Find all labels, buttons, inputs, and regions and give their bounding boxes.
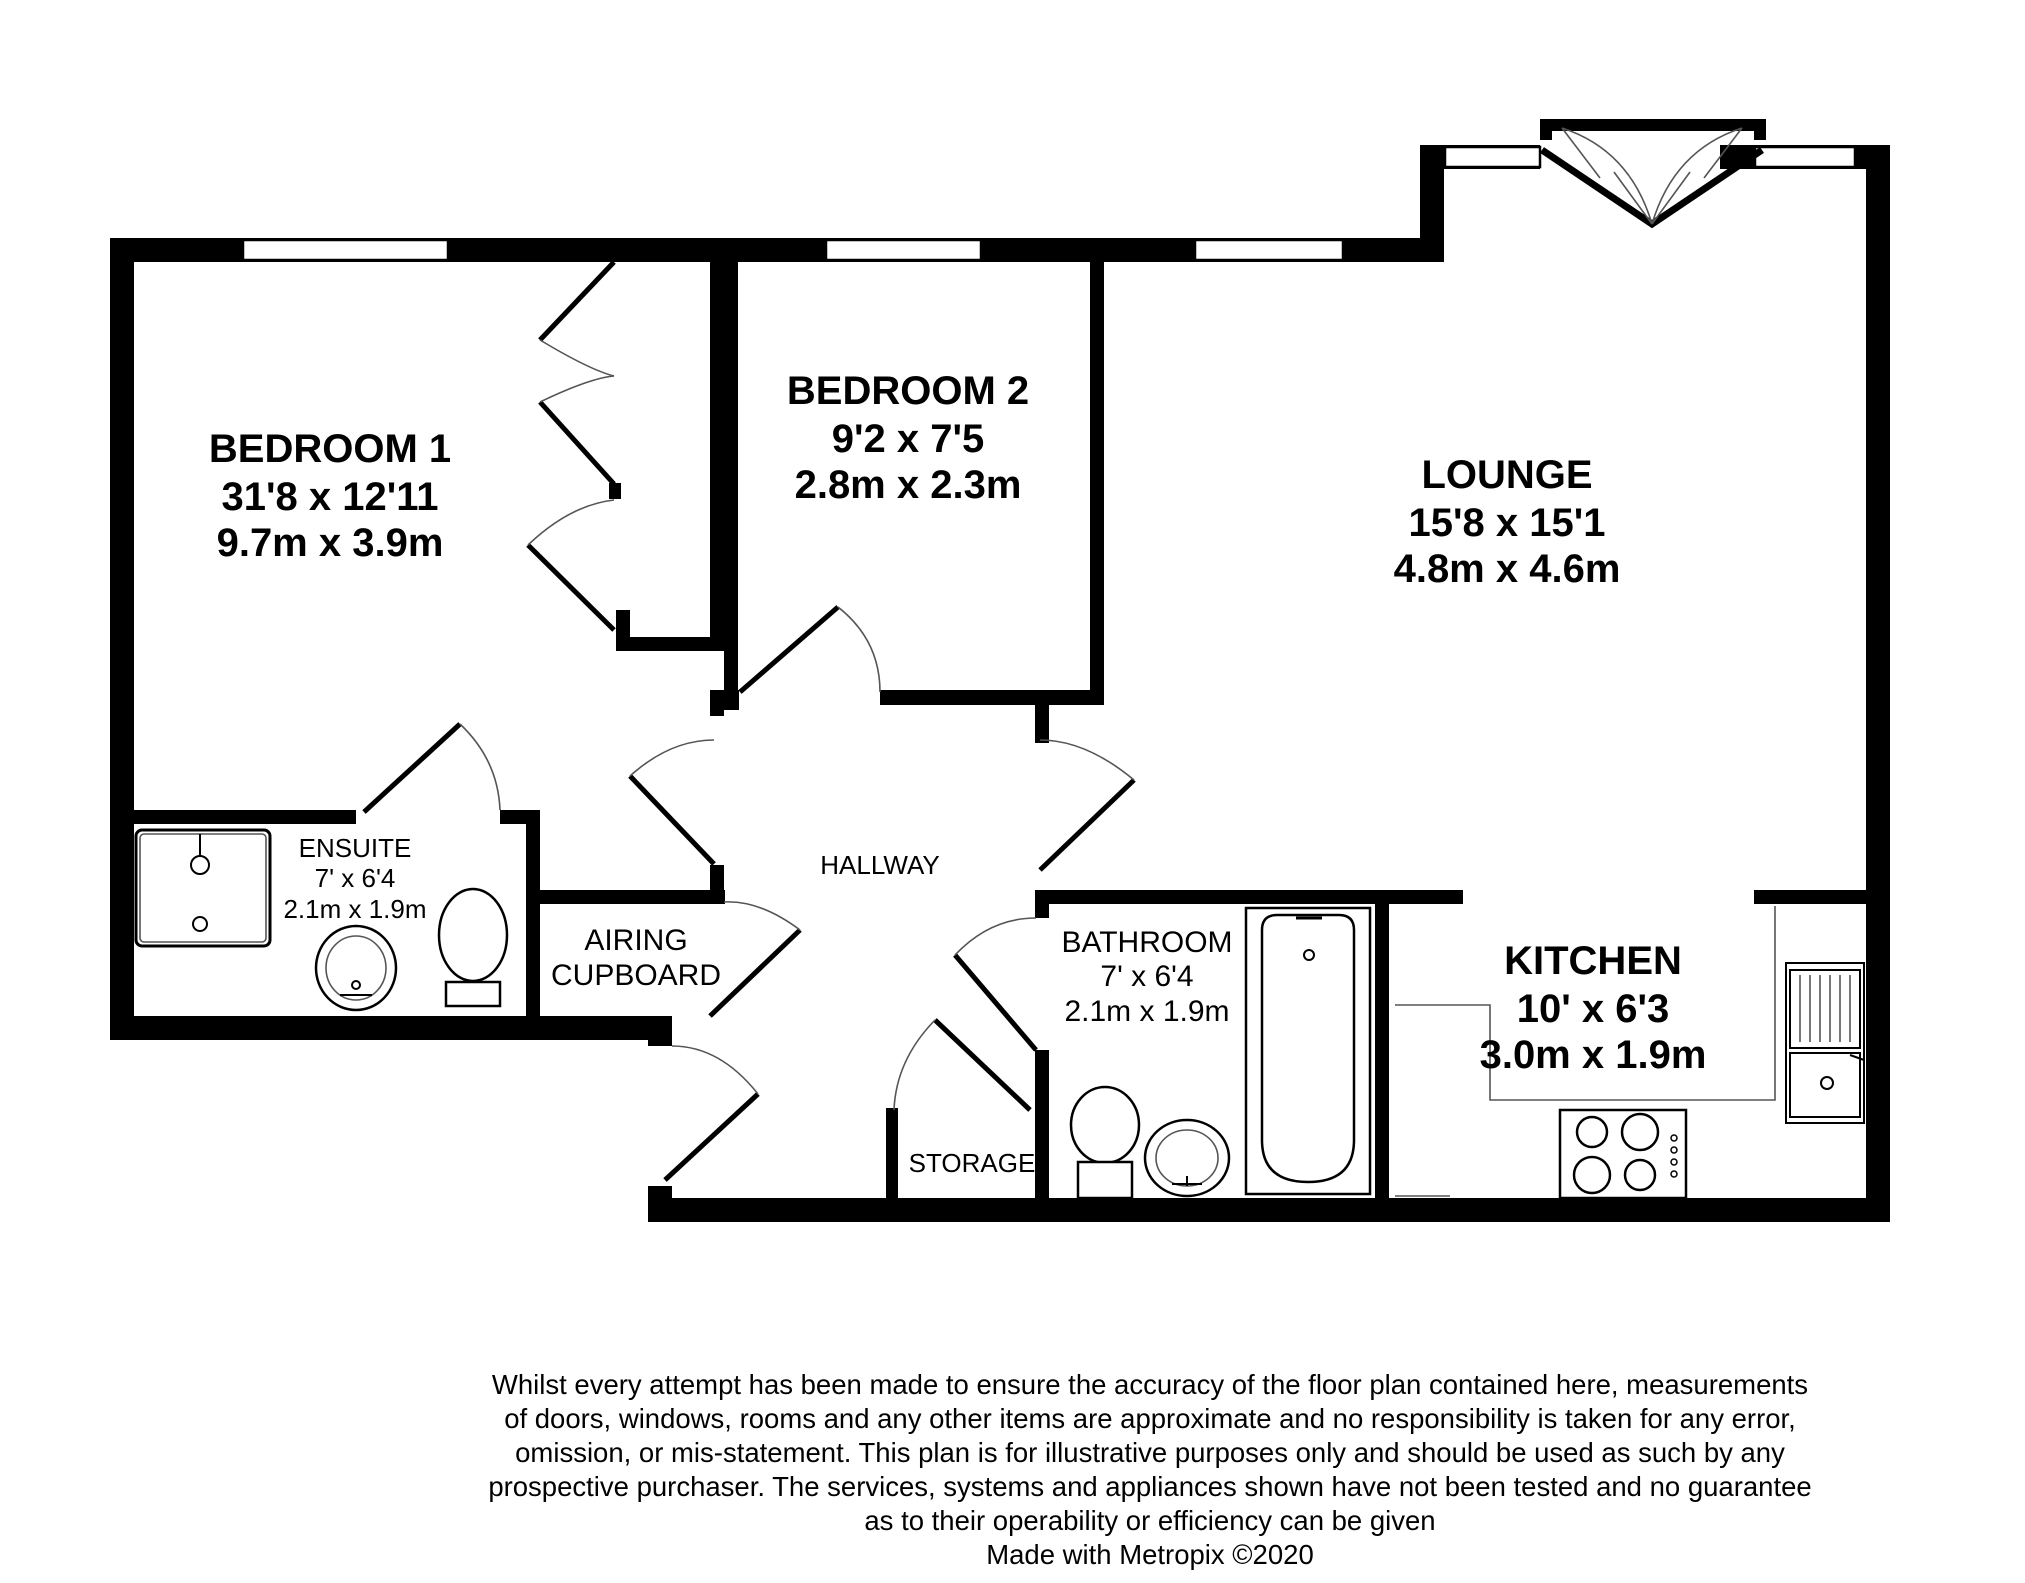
room-lounge: LOUNGE 15'8 x 15'1 4.8m x 4.6m bbox=[1394, 453, 1621, 591]
disclaimer-line: of doors, windows, rooms and any other i… bbox=[504, 1403, 1796, 1434]
room-size-metric: 9.7m x 3.9m bbox=[217, 521, 444, 565]
room-name: HALLWAY bbox=[820, 850, 939, 880]
bay-french-doors bbox=[1540, 119, 1766, 229]
entrance-door bbox=[663, 1045, 760, 1182]
room-size-metric: 4.8m x 4.6m bbox=[1394, 547, 1621, 591]
room-airing-cupboard: AIRING CUPBOARD bbox=[551, 924, 721, 992]
room-name: STORAGE bbox=[909, 1148, 1036, 1178]
toilet-icon bbox=[437, 887, 509, 1008]
door bbox=[893, 1018, 1032, 1112]
room-storage: STORAGE bbox=[909, 1148, 1036, 1178]
disclaimer-line: as to their operability or efficiency ca… bbox=[864, 1505, 1436, 1536]
hob-icon bbox=[1558, 1108, 1688, 1200]
room-kitchen: KITCHEN 10' x 6'3 3.0m x 1.9m bbox=[1480, 939, 1707, 1077]
door bbox=[953, 917, 1038, 1052]
kitchen-fixtures bbox=[1395, 906, 1865, 1200]
credit: Made with Metropix ©2020 bbox=[986, 1539, 1314, 1570]
room-bedroom-1: BEDROOM 1 31'8 x 12'11 9.7m x 3.9m bbox=[209, 427, 451, 565]
window bbox=[241, 238, 450, 262]
doors bbox=[362, 260, 1136, 1182]
ensuite-fixtures bbox=[134, 828, 509, 1012]
door bbox=[628, 739, 716, 866]
disclaimer-line: omission, or mis-statement. This plan is… bbox=[515, 1437, 1785, 1468]
room-name: KITCHEN bbox=[1504, 939, 1682, 983]
room-bathroom: BATHROOM 7' x 6'4 2.1m x 1.9m bbox=[1061, 926, 1232, 1028]
door bbox=[1038, 739, 1136, 872]
room-name: BEDROOM 1 bbox=[209, 427, 451, 471]
room-name-line-2: CUPBOARD bbox=[551, 959, 721, 992]
room-ensuite: ENSUITE 7' x 6'4 2.1m x 1.9m bbox=[283, 833, 426, 924]
room-size-metric: 3.0m x 1.9m bbox=[1480, 1033, 1707, 1077]
room-size-imperial: 7' x 6'4 bbox=[315, 863, 396, 893]
disclaimer-line: prospective purchaser. The services, sys… bbox=[488, 1471, 1812, 1502]
interior-walls bbox=[134, 262, 1874, 1210]
room-size-imperial: 10' x 6'3 bbox=[1517, 987, 1669, 1031]
window bbox=[1193, 238, 1345, 262]
shower-tray-icon bbox=[134, 828, 272, 948]
room-size-imperial: 31'8 x 12'11 bbox=[221, 475, 438, 519]
sink-icon bbox=[1143, 1118, 1231, 1198]
room-name: BATHROOM bbox=[1061, 926, 1232, 959]
disclaimer-line: Whilst every attempt has been made to en… bbox=[491, 1369, 1809, 1400]
room-bedroom-2: BEDROOM 2 9'2 x 7'5 2.8m x 2.3m bbox=[787, 369, 1029, 507]
windows bbox=[241, 145, 1857, 262]
toilet-icon bbox=[1069, 1085, 1141, 1200]
door bbox=[738, 605, 881, 694]
wardrobe-door bbox=[526, 260, 621, 632]
exterior-walls bbox=[110, 145, 1890, 1222]
room-size-metric: 2.1m x 1.9m bbox=[1064, 995, 1229, 1028]
room-name: ENSUITE bbox=[299, 833, 412, 863]
window bbox=[1753, 145, 1857, 169]
room-size-imperial: 9'2 x 7'5 bbox=[832, 417, 984, 461]
room-name: LOUNGE bbox=[1421, 453, 1592, 497]
window bbox=[1443, 145, 1542, 169]
room-hallway: HALLWAY bbox=[820, 850, 939, 880]
disclaimer: Whilst every attempt has been made to en… bbox=[400, 1368, 1900, 1572]
room-size-metric: 2.8m x 2.3m bbox=[795, 463, 1022, 507]
bathroom-fixtures bbox=[1069, 906, 1372, 1200]
window bbox=[824, 238, 983, 262]
room-size-metric: 2.1m x 1.9m bbox=[283, 894, 426, 924]
room-size-imperial: 7' x 6'4 bbox=[1100, 960, 1193, 993]
door bbox=[708, 901, 802, 1018]
door bbox=[362, 722, 501, 814]
sink-icon bbox=[314, 924, 398, 1012]
room-name: AIRING bbox=[584, 924, 687, 957]
room-name: BEDROOM 2 bbox=[787, 369, 1029, 413]
room-size-imperial: 15'8 x 15'1 bbox=[1409, 501, 1606, 545]
